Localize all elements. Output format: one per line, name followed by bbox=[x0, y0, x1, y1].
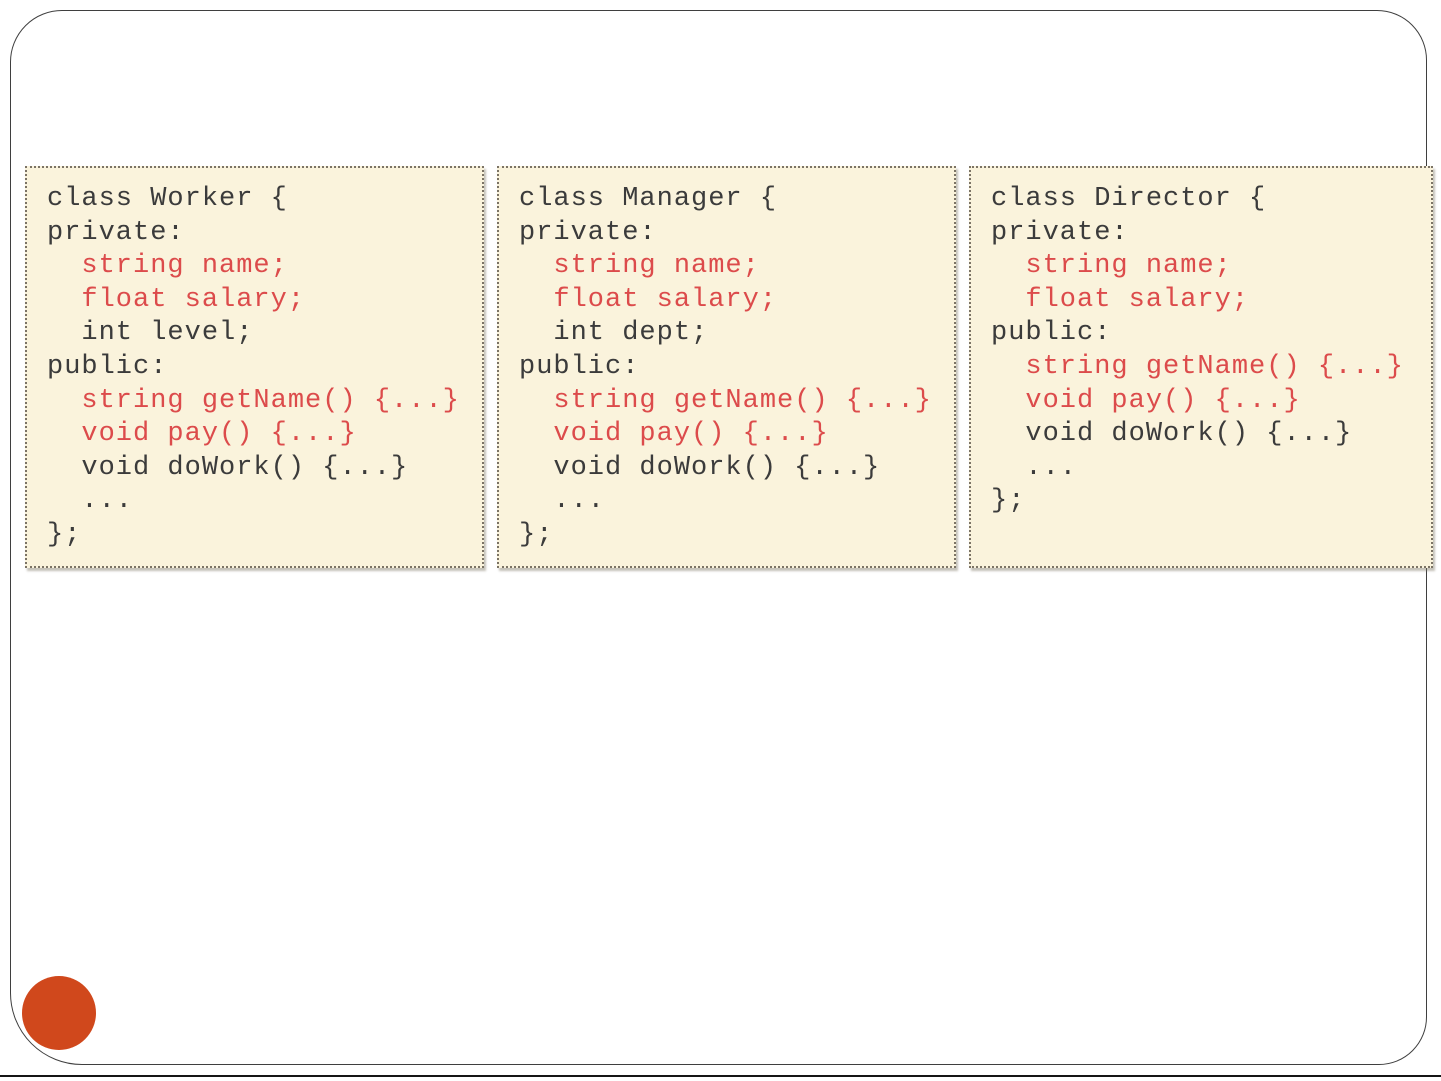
code-line: string getName() {...} bbox=[991, 351, 1425, 385]
code-line: void doWork() {...} bbox=[47, 452, 476, 486]
code-line: public: bbox=[47, 351, 476, 385]
code-line: string name; bbox=[519, 250, 948, 284]
code-line: void doWork() {...} bbox=[519, 452, 948, 486]
code-line: }; bbox=[47, 519, 476, 553]
code-line: void doWork() {...} bbox=[991, 418, 1425, 452]
code-line: void pay() {...} bbox=[519, 418, 948, 452]
bottom-rule bbox=[0, 1075, 1441, 1077]
code-line: float salary; bbox=[47, 284, 476, 318]
code-box-manager: class Manager {private: string name; flo… bbox=[497, 166, 956, 568]
code-line: float salary; bbox=[991, 284, 1425, 318]
code-line: class Director { bbox=[991, 183, 1425, 217]
code-line: class Manager { bbox=[519, 183, 948, 217]
code-line: public: bbox=[991, 317, 1425, 351]
code-line: class Worker { bbox=[47, 183, 476, 217]
code-line: string getName() {...} bbox=[519, 385, 948, 419]
code-line: int level; bbox=[47, 317, 476, 351]
code-box-worker: class Worker {private: string name; floa… bbox=[25, 166, 484, 568]
code-line: ... bbox=[519, 485, 948, 519]
code-line: private: bbox=[991, 217, 1425, 251]
code-line: public: bbox=[519, 351, 948, 385]
code-line: string getName() {...} bbox=[47, 385, 476, 419]
code-line: ... bbox=[991, 452, 1425, 486]
code-line: private: bbox=[519, 217, 948, 251]
code-line: void pay() {...} bbox=[47, 418, 476, 452]
code-line: string name; bbox=[47, 250, 476, 284]
code-box-director: class Director {private: string name; fl… bbox=[969, 166, 1433, 568]
code-line: float salary; bbox=[519, 284, 948, 318]
code-line: void pay() {...} bbox=[991, 385, 1425, 419]
code-line: }; bbox=[519, 519, 948, 553]
accent-circle bbox=[22, 976, 96, 1050]
code-line: string name; bbox=[991, 250, 1425, 284]
code-line: ... bbox=[47, 485, 476, 519]
code-line: int dept; bbox=[519, 317, 948, 351]
code-line: }; bbox=[991, 485, 1425, 519]
code-line: private: bbox=[47, 217, 476, 251]
